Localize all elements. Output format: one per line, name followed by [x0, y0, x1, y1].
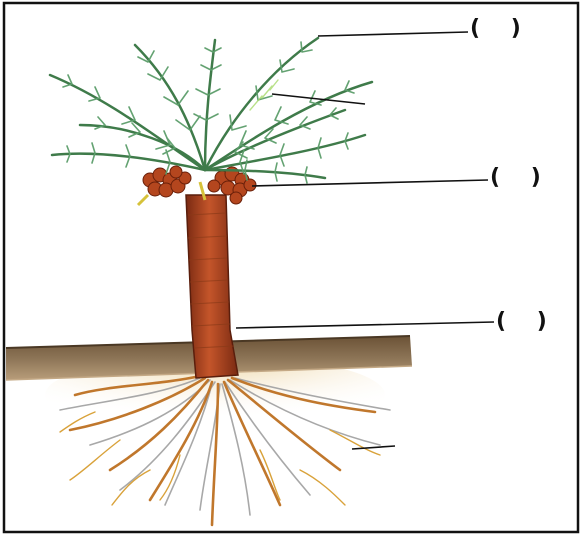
blank-label-3: ( ) — [496, 309, 547, 334]
outer-border — [4, 3, 578, 532]
leader-line-3 — [236, 322, 494, 328]
leader-line-1 — [318, 32, 468, 36]
fronds — [50, 38, 372, 183]
trunk — [186, 195, 238, 378]
blank-label-1: ( ) — [470, 16, 521, 41]
leader-line-roots — [352, 446, 395, 449]
leader-line-2 — [252, 180, 488, 186]
blank-label-2: ( ) — [490, 165, 541, 190]
